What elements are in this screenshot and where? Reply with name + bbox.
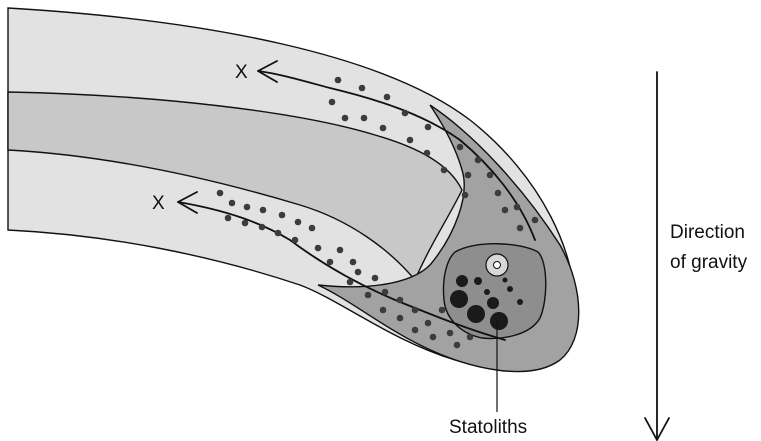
statolith [467, 305, 485, 323]
auxin-dot [412, 327, 419, 334]
auxin-dot [355, 269, 362, 276]
auxin-dot [372, 275, 379, 282]
auxin-dot [329, 99, 336, 106]
auxin-dot [487, 172, 494, 179]
auxin-dot [361, 115, 368, 122]
auxin-dot [532, 217, 539, 224]
auxin-dot [365, 292, 372, 299]
auxin-dot [447, 330, 454, 337]
upper-arrow-label: X [235, 62, 248, 83]
statolith [517, 299, 523, 305]
statolith [507, 286, 513, 292]
statolith [456, 275, 468, 287]
auxin-dot [260, 207, 267, 214]
auxin-dot [217, 190, 224, 197]
auxin-dot [424, 150, 431, 157]
auxin-dot [430, 334, 437, 341]
auxin-dot [462, 192, 469, 199]
auxin-dot [502, 207, 509, 214]
auxin-dot [342, 115, 349, 122]
auxin-dot [335, 77, 342, 84]
auxin-dot [412, 307, 419, 314]
auxin-dot [441, 167, 448, 174]
auxin-dot [229, 200, 236, 207]
statolith [503, 278, 508, 283]
auxin-dot [425, 124, 432, 131]
auxin-dot [454, 342, 461, 349]
gravity-label-line2: of gravity [670, 252, 748, 273]
auxin-dot [384, 94, 391, 101]
auxin-dot [279, 212, 286, 219]
auxin-dot [397, 315, 404, 322]
auxin-dot [292, 237, 299, 244]
auxin-dot [380, 307, 387, 314]
auxin-dot [382, 289, 389, 296]
statolith [490, 312, 508, 330]
statoliths-label: Statoliths [449, 417, 527, 438]
auxin-dot [337, 247, 344, 254]
auxin-dot [475, 157, 482, 164]
auxin-dot [295, 219, 302, 226]
auxin-dot [457, 144, 464, 151]
auxin-dot [439, 307, 446, 314]
auxin-dot [517, 225, 524, 232]
auxin-dot [465, 172, 472, 179]
auxin-dot [402, 110, 409, 117]
auxin-dot [347, 279, 354, 286]
auxin-dot [275, 230, 282, 237]
auxin-dot [407, 137, 414, 144]
auxin-dot [397, 297, 404, 304]
auxin-dot [315, 245, 322, 252]
auxin-dot [259, 224, 266, 231]
statolith [484, 289, 490, 295]
statocyte-nucleus [494, 262, 501, 269]
statolith [450, 290, 468, 308]
auxin-dot [350, 259, 357, 266]
auxin-dot [380, 125, 387, 132]
auxin-dot [242, 220, 249, 227]
gravity-arrow [645, 72, 669, 440]
gravity-label-line1: Direction [670, 222, 745, 243]
auxin-dot [244, 204, 251, 211]
auxin-dot [514, 204, 521, 211]
auxin-dot [309, 225, 316, 232]
auxin-dot [467, 334, 474, 341]
auxin-dot [359, 85, 366, 92]
auxin-dot [327, 259, 334, 266]
auxin-dot [225, 215, 232, 222]
statolith [474, 277, 482, 285]
auxin-dot [425, 320, 432, 327]
statolith [487, 297, 499, 309]
auxin-dot [495, 190, 502, 197]
lower-arrow-label: X [152, 193, 165, 214]
